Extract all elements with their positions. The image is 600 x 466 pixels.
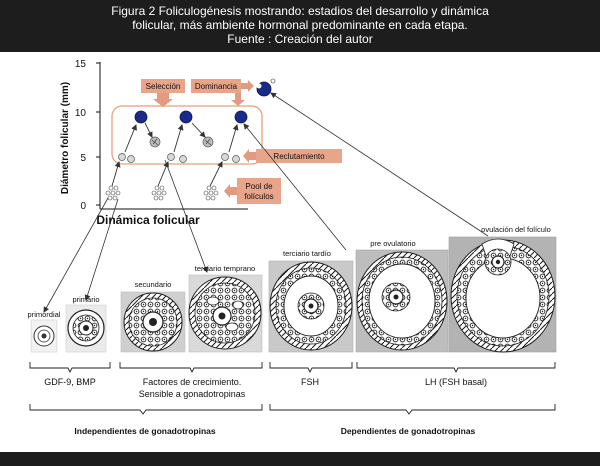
callout-pool-line-1: Pool de [245, 182, 273, 191]
callout-pool: Pool de folículos [224, 178, 281, 204]
y-axis-label: Diámetro folicular (mm) [60, 82, 71, 194]
group-label-independientes: Independientes de gonadotropinas [74, 426, 215, 436]
selection-box [111, 105, 263, 165]
dominancia-arrow-down [231, 93, 245, 106]
callout-seleccion: Selección [141, 79, 185, 107]
primordial-pool-2 [151, 185, 167, 201]
caption-title-line-2: folicular, más ambiente hormonal predomi… [132, 18, 468, 32]
selected-follicles [134, 110, 248, 124]
follicle-primordial [30, 319, 58, 353]
follicle-terciario-temprano [188, 274, 263, 353]
callout-pool-line-2: folículos [244, 192, 273, 201]
pool-arrow [224, 184, 237, 198]
follicle-pre-ovulatorio [355, 249, 449, 353]
follicle-terciario-tardio [268, 260, 354, 353]
connector-lines [43, 92, 489, 313]
reclutamiento-arrow [243, 149, 256, 163]
y-tick-15: 15 [75, 59, 87, 70]
callout-dominancia: Dominancia [191, 79, 254, 106]
recruited-follicles [118, 153, 240, 163]
y-tick-0: 0 [80, 201, 86, 212]
stage-label-primordial: primordial [28, 310, 61, 319]
stage-label-terciario-temprano: terciario temprano [195, 264, 255, 273]
callout-seleccion-label: Selección [146, 82, 181, 91]
primordial-pool-1 [105, 185, 121, 201]
caption-bar: Figura 2 Foliculogénesis mostrando: esta… [0, 0, 600, 52]
primordial-pool-3 [203, 185, 219, 201]
dominant-follicle [256, 78, 276, 97]
callout-dominancia-label: Dominancia [195, 82, 238, 91]
group-braces [29, 404, 556, 415]
y-tick-5: 5 [80, 153, 86, 164]
y-tick-10: 10 [75, 108, 87, 119]
x-axis-label: Dinámica folicular [96, 213, 200, 227]
caption-title-line-1: Figura 2 Foliculogénesis mostrando: esta… [111, 4, 489, 18]
dominancia-arrow-right [241, 80, 254, 92]
hormone-label-fsh: FSH [301, 377, 319, 387]
stage-label-terciario-tardio: terciario tardío [283, 249, 331, 258]
stage-label-primario: primario [72, 295, 99, 304]
caption-source: Fuente : Creación del autor [227, 32, 373, 46]
callout-reclutamiento: Reclutamiento [243, 149, 342, 163]
follicle-secundario [120, 291, 186, 353]
stage-label-secundario: secundario [135, 280, 172, 289]
growth-arrows [111, 122, 239, 187]
callout-reclutamiento-label: Reclutamiento [273, 152, 325, 161]
follicle-primario [65, 304, 107, 353]
group-label-dependientes: Dependientes de gonadotropinas [341, 426, 476, 436]
stage-label-ovulacion: ovulación del folículo [481, 225, 551, 234]
hormone-braces [29, 362, 556, 374]
hormone-label-factores-line-2: Sensible a gonadotropinas [139, 389, 246, 399]
hormone-label-lh: LH (FSH basal) [425, 377, 487, 387]
stage-label-pre-ovulatorio: pre ovulatorio [370, 239, 415, 248]
hormone-label-gdf: GDF-9, BMP [44, 377, 96, 387]
seleccion-arrow [153, 93, 173, 107]
follicle-ovulacion [448, 236, 557, 353]
hormone-label-factores-line-1: Factores de crecimiento. [143, 377, 242, 387]
atretic-follicles [149, 136, 214, 148]
graph-axes [96, 62, 248, 210]
footer-bar [0, 452, 600, 466]
